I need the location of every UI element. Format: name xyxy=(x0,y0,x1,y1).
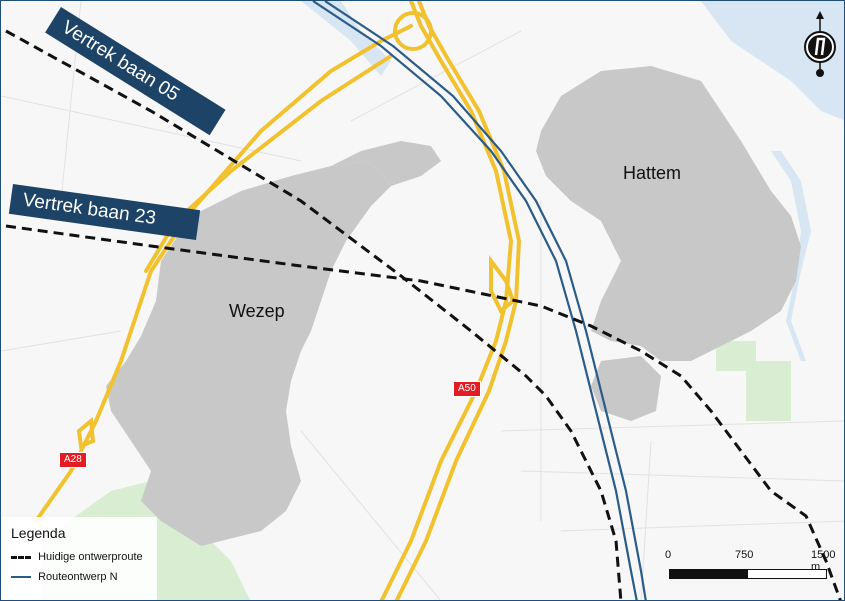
road-shield-a50: A50 xyxy=(453,381,481,397)
legend-swatch-solid xyxy=(11,576,31,579)
legend: Legenda Huidige ontwerproute Routeontwer… xyxy=(1,517,157,600)
road-shield-a28: A28 xyxy=(59,452,87,468)
legend-label: Routeontwerp N xyxy=(38,571,118,583)
legend-label: Huidige ontwerproute xyxy=(38,551,143,563)
highway-a50 xyxy=(379,1,514,600)
scale-bar-graphic xyxy=(669,569,827,579)
route-n-line-1 xyxy=(312,1,638,600)
scale-tick-750: 750 xyxy=(735,549,754,561)
interchange-loop xyxy=(489,255,516,315)
legend-swatch-dashed xyxy=(11,555,31,559)
route-n-line-2 xyxy=(324,1,647,600)
route-n xyxy=(312,1,647,600)
a28-loop xyxy=(76,417,96,449)
current-route-05 xyxy=(5,29,623,600)
highways xyxy=(34,1,522,600)
water-ijssel-east xyxy=(701,1,844,121)
water-ijssel-channel xyxy=(771,151,811,361)
legend-item-route-n: Routeontwerp N xyxy=(11,571,118,583)
urban-wezep xyxy=(106,161,391,546)
interchange-north xyxy=(393,11,433,51)
current-route xyxy=(5,29,842,600)
north-arrow-icon xyxy=(802,11,838,79)
town-label-hattem: Hattem xyxy=(623,163,682,183)
scale-tick-0: 0 xyxy=(665,549,672,561)
highway-a28-link xyxy=(144,54,393,273)
urban-hattem-south xyxy=(591,356,661,421)
town-label-wezep: Wezep xyxy=(229,301,285,321)
highway-a50-b xyxy=(394,1,522,600)
scale-bar: 0 750 1500 m xyxy=(665,549,844,581)
legend-item-current-route: Huidige ontwerproute xyxy=(11,551,143,563)
legend-title: Legenda xyxy=(11,525,66,541)
green-area-east-2 xyxy=(746,361,791,421)
urban-wezep-north xyxy=(331,141,441,186)
urban-hattem xyxy=(536,66,801,361)
scale-tick-1500: 1500 m xyxy=(811,549,836,573)
current-route-23 xyxy=(5,224,842,600)
water-river-north xyxy=(301,1,391,76)
